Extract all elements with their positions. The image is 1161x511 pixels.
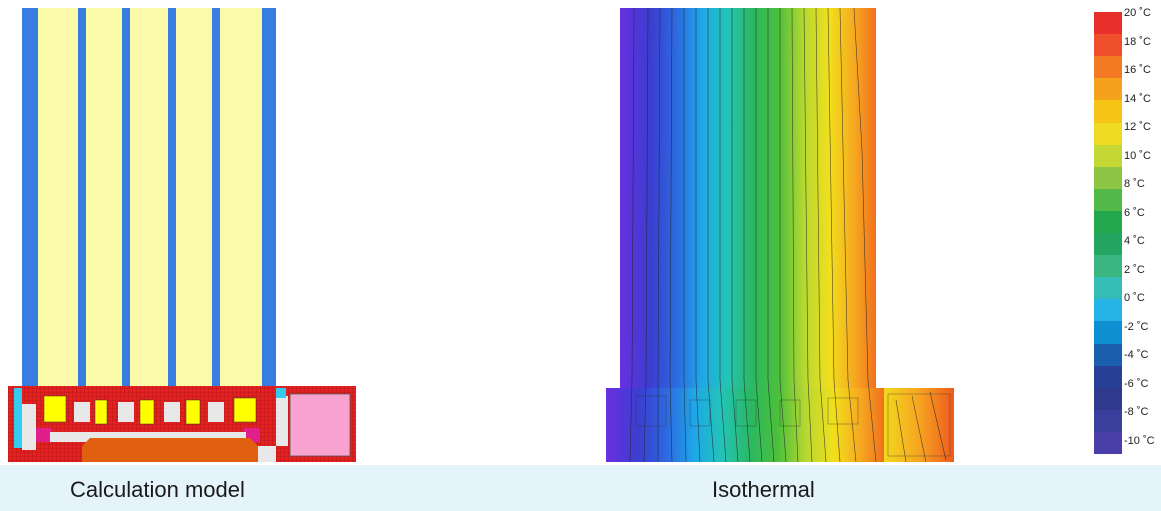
legend-swatch [1094, 210, 1122, 234]
legend-swatch [1094, 233, 1122, 256]
legend-swatch [1094, 299, 1122, 322]
glass-sheet [78, 8, 86, 408]
glass-end-cap [118, 402, 134, 422]
legend-tick-label: 8 ˚C [1124, 178, 1145, 191]
legend-swatch [1094, 343, 1122, 367]
frame-left-light [14, 388, 22, 448]
frame-right-light [258, 446, 276, 462]
frame-right-cyan [276, 388, 286, 398]
legend-tick-label: 12 ˚C [1124, 121, 1151, 134]
isotherm-lines [629, 7, 947, 463]
legend-tick-label: 18 ˚C [1124, 35, 1151, 48]
legend-swatch [1094, 56, 1122, 79]
glass-sheet [122, 8, 130, 408]
legend-swatch [1094, 12, 1122, 35]
legend-tick-label: -2 ˚C [1124, 320, 1149, 333]
legend-swatch [1094, 188, 1122, 212]
legend-swatch [1094, 255, 1122, 278]
component-outlines [635, 393, 951, 457]
caption-isothermal: Isothermal [712, 477, 815, 502]
isothermal-figure [606, 7, 954, 463]
legend-swatch [1094, 431, 1122, 455]
legend-tick-label: 20 ˚C [1124, 7, 1151, 19]
core-block [185, 399, 201, 425]
glass-sheet-outer-right [262, 8, 276, 393]
legend-tick-label: 2 ˚C [1124, 263, 1145, 276]
legend-tick-label: 16 ˚C [1124, 64, 1151, 77]
legend-tick-label: 10 ˚C [1124, 149, 1151, 162]
legend-tick-label: 14 ˚C [1124, 92, 1151, 105]
legend-swatch [1094, 78, 1122, 101]
legend-tick-label: 0 ˚C [1124, 292, 1145, 305]
glass-end-cap [208, 402, 224, 422]
legend-swatch [1094, 409, 1122, 433]
legend-tick-label: 6 ˚C [1124, 206, 1145, 219]
caption-calculation-model: Calculation model [70, 477, 245, 502]
legend-swatch [1094, 144, 1122, 168]
glass-end-cap [164, 402, 180, 422]
legend-tick-label: -8 ˚C [1124, 406, 1149, 419]
legend-tick-label: 4 ˚C [1124, 235, 1145, 248]
legend-swatch [1094, 277, 1122, 300]
frame-left-light [22, 404, 36, 450]
glass-end-cap [74, 402, 90, 422]
legend-swatch [1094, 365, 1122, 389]
core-block [94, 399, 108, 425]
core-block [139, 399, 155, 425]
legend-swatch [1094, 166, 1122, 190]
sealant [82, 438, 258, 462]
legend-swatch [1094, 100, 1122, 123]
pink-panel [289, 393, 351, 457]
temperature-legend: 20 ˚C 18 ˚C 16 ˚C 14 ˚C 12 ˚C 10 ˚C 8 ˚C 6 ˚C 4 … [1090, 8, 1160, 460]
legend-tick-label: -6 ˚C [1124, 377, 1149, 390]
frame-right-light [276, 396, 288, 446]
legend-tick-label: -4 ˚C [1124, 349, 1149, 362]
gasket [36, 428, 52, 442]
spacer [50, 432, 246, 442]
legend-swatch [1094, 122, 1122, 146]
isothermal-base [606, 388, 884, 462]
legend-tick-label: -10 ˚C [1124, 434, 1155, 447]
isothermal-right-block [884, 388, 954, 462]
legend-swatch [1094, 387, 1122, 411]
glass-sheet-outer-left [22, 8, 38, 393]
core-block [233, 397, 257, 423]
caption-bar: Calculation model Isothermal [0, 465, 1161, 511]
glass-sheet [168, 8, 176, 408]
core-block [43, 395, 67, 423]
insulation-panel [36, 8, 276, 386]
legend-swatch [1094, 321, 1122, 344]
calculation-model-figure [8, 8, 356, 462]
legend-swatch [1094, 34, 1122, 57]
glass-sheet [212, 8, 220, 408]
